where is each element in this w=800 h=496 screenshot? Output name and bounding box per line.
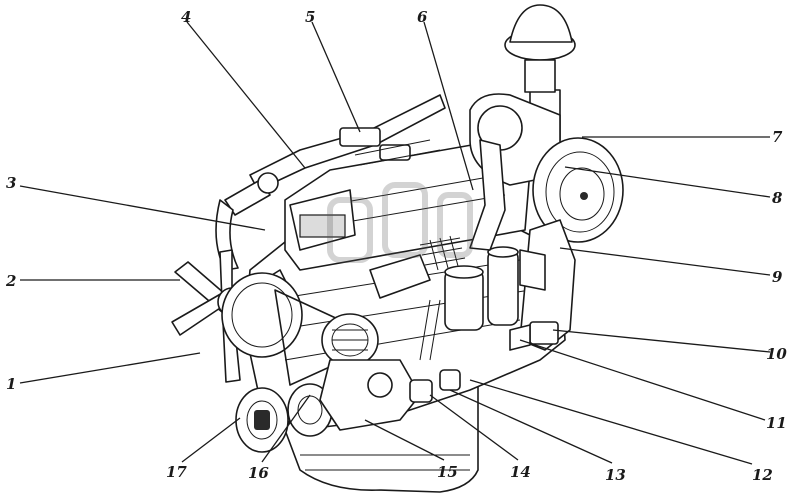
callout-5: 5 <box>305 8 315 26</box>
leader-17 <box>181 417 241 463</box>
callout-17: 17 <box>166 463 187 481</box>
callout-1: 1 <box>6 375 16 393</box>
watermark-logo <box>327 182 473 263</box>
callout-10: 10 <box>766 345 787 363</box>
leader-16 <box>261 394 311 463</box>
callout-labels: 1 2 3 4 5 6 7 8 9 10 11 12 13 14 15 16 1… <box>5 8 787 484</box>
callout-12: 12 <box>752 466 773 484</box>
leader-13 <box>449 389 613 464</box>
callout-13: 13 <box>605 466 626 484</box>
leader-10 <box>552 329 771 353</box>
callout-2: 2 <box>5 272 16 290</box>
leader-3 <box>19 185 266 231</box>
leader-12 <box>469 379 753 465</box>
leader-11 <box>519 339 766 421</box>
engine-illustration <box>171 4 624 493</box>
callout-3: 3 <box>6 174 16 192</box>
callout-8: 8 <box>772 189 783 207</box>
leader-8 <box>564 166 771 198</box>
callout-4: 4 <box>181 8 191 26</box>
leader-4 <box>186 21 306 169</box>
callout-14: 14 <box>510 463 531 481</box>
leader-9 <box>559 247 771 276</box>
callout-6: 6 <box>417 8 428 26</box>
leader-lines <box>19 21 771 465</box>
leader-14 <box>429 394 519 461</box>
leader-5 <box>311 21 361 133</box>
callout-11: 11 <box>766 414 787 432</box>
callout-16: 16 <box>248 464 269 482</box>
leader-6 <box>423 21 474 191</box>
callout-9: 9 <box>772 268 783 286</box>
callout-7: 7 <box>772 128 783 146</box>
callout-15: 15 <box>437 463 458 481</box>
leader-1 <box>19 352 201 384</box>
leader-15 <box>364 419 445 461</box>
